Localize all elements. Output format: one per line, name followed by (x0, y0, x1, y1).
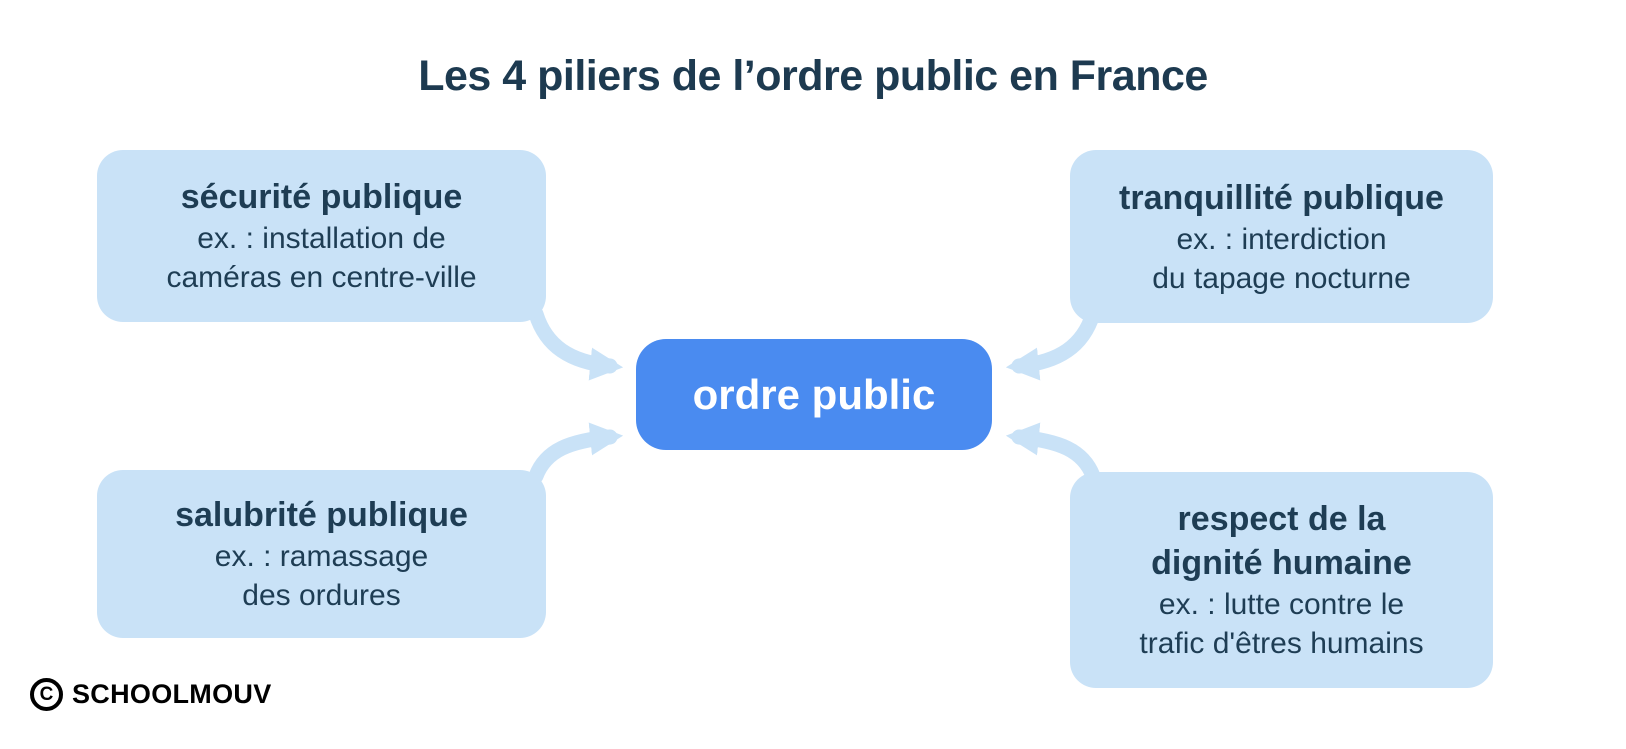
pillar-example-line: du tapage nocturne (1152, 261, 1411, 295)
pillar-title: salubrité publique (175, 496, 468, 534)
arrow-bottom-right-to-center (1005, 422, 1101, 484)
pillar-title-line: dignité humaine (1151, 544, 1412, 582)
schoolmouv-logo: C SCHOOLMOUV (30, 678, 272, 711)
arrow-top-left-to-center (528, 306, 624, 381)
pillar-example-line: caméras en centre-ville (166, 261, 477, 294)
pillar-example-line: des ordures (242, 579, 401, 612)
copyright-letter: C (39, 684, 54, 705)
brand-name: SCHOOLMOUV (72, 679, 272, 709)
pillar-title: sécurité publique (180, 178, 463, 216)
pillar-box-tranquillite-publique: tranquillité publique ex. : interdiction… (1070, 150, 1493, 323)
center-node-ordre-public: ordre public (636, 339, 992, 450)
pillar-title: tranquillité publique (1119, 178, 1444, 217)
pillar-box-respect-dignite-humaine: respect de la dignité humaine ex. : lutt… (1070, 472, 1493, 688)
pillar-example-line: ex. : lutte contre le (1158, 588, 1405, 621)
pillar-box-securite-publique: sécurité publique ex. : installation de … (97, 150, 546, 322)
pillar-title-line: respect de la (1177, 500, 1386, 538)
pillar-example-line: ex. : interdiction (1176, 222, 1387, 256)
pillar-example-line: ex. : ramassage (214, 540, 429, 573)
pillar-example-line: trafic d'êtres humains (1139, 627, 1424, 660)
pillar-example-line: ex. : installation de (197, 222, 446, 255)
arrow-top-right-to-center (1005, 306, 1101, 381)
center-node-label: ordre public (692, 370, 936, 418)
pillar-box-salubrite-publique: salubrité publique ex. : ramassage des o… (97, 470, 546, 638)
arrow-bottom-left-to-center (528, 422, 624, 484)
copyright-icon: C (30, 678, 63, 711)
page-title: Les 4 piliers de l’ordre public en Franc… (418, 52, 1208, 100)
